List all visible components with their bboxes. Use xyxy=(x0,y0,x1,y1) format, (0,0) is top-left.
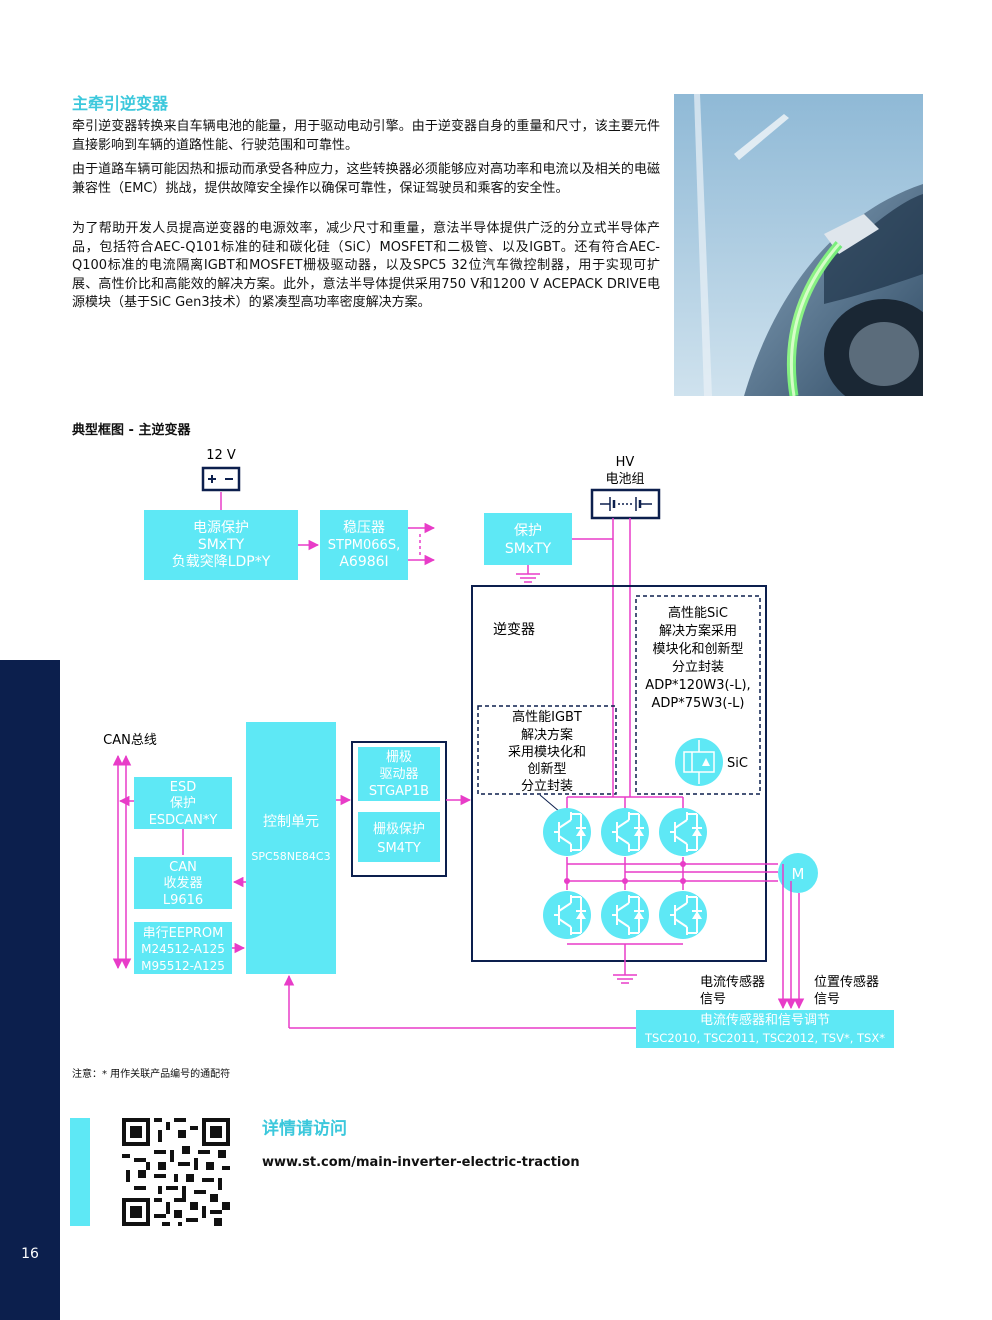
svg-text:信号: 信号 xyxy=(814,992,840,1007)
svg-text:创新型: 创新型 xyxy=(527,761,566,777)
esd-protection-block xyxy=(134,777,232,829)
svg-text:CAN总线: CAN总线 xyxy=(103,733,157,748)
svg-text:SMxTY: SMxTY xyxy=(198,537,245,553)
accent-strip xyxy=(70,1118,90,1226)
paragraph-2: 由于道路车辆可能因热和振动而承受各种应力，这些转换器必须能够应对高功率和电流以及… xyxy=(72,162,660,196)
inverter-box xyxy=(471,585,767,962)
battery-12v-icon xyxy=(201,466,241,492)
block-diagram: 12 V 电源保护 SMxTY 负载突降LDP*Y 稳压器 STPM066S, … xyxy=(103,448,894,1048)
protection-block xyxy=(484,513,572,565)
svg-text:ADP*75W3(-L): ADP*75W3(-L) xyxy=(652,696,745,711)
svg-text:L9616: L9616 xyxy=(163,893,203,908)
footnote: 注意：* 用作关联产品编号的通配符 xyxy=(72,1069,231,1080)
svg-text:ESD: ESD xyxy=(170,780,196,795)
svg-text:TSC2010, TSC2011, TSC2012, TSV: TSC2010, TSC2011, TSC2012, TSV*, TSX* xyxy=(644,1031,885,1045)
svg-text:HV: HV xyxy=(616,455,635,470)
paragraph-3: 为了帮助开发人员提高逆变器的电源效率，减少尺寸和重量，意法半导体提供广泛的分立式… xyxy=(72,221,660,310)
svg-text:电流传感器和信号调节: 电流传感器和信号调节 xyxy=(700,1012,830,1028)
sic-mosfet-icon xyxy=(675,738,723,786)
svg-text:负载突降LDP*Y: 负载突降LDP*Y xyxy=(172,554,271,570)
gate-driver-box xyxy=(351,741,447,877)
svg-text:解决方案采用: 解决方案采用 xyxy=(659,623,737,639)
hv-battery-icon xyxy=(590,488,661,520)
svg-text:SM4TY: SM4TY xyxy=(377,841,421,856)
svg-text:M: M xyxy=(792,865,805,883)
svg-text:栅极保护: 栅极保护 xyxy=(373,822,425,837)
page-number: 16 xyxy=(21,1246,39,1262)
svg-text:保护: 保护 xyxy=(514,523,542,539)
svg-text:电源保护: 电源保护 xyxy=(193,520,249,536)
diagram-title: 典型框图 - 主逆变器 xyxy=(72,423,191,438)
svg-text:稳压器: 稳压器 xyxy=(343,520,385,536)
paragraph-1: 牵引逆变器转换来自车辆电池的能量，用于驱动电动引擎。由于逆变器自身的重量和尺寸，… xyxy=(72,119,660,153)
svg-text:分立封装: 分立封装 xyxy=(521,779,573,794)
svg-text:SPC58NE84C3: SPC58NE84C3 xyxy=(251,850,330,863)
igbt-transistor-icon xyxy=(542,890,592,940)
svg-text:模块化和创新型: 模块化和创新型 xyxy=(652,641,743,657)
svg-text:A6986I: A6986I xyxy=(339,554,388,570)
control-unit-block xyxy=(246,722,336,974)
svg-text:信号: 信号 xyxy=(700,992,726,1007)
svg-text:CAN: CAN xyxy=(169,860,197,875)
svg-text:控制单元: 控制单元 xyxy=(263,814,319,830)
can-transceiver-block xyxy=(134,857,232,909)
svg-text:串行EEPROM: 串行EEPROM xyxy=(143,926,224,941)
svg-text:高性能SiC: 高性能SiC xyxy=(668,605,728,621)
svg-text:ESDCAN*Y: ESDCAN*Y xyxy=(149,813,218,828)
power-protection-block xyxy=(144,510,298,580)
gate-protection-block xyxy=(358,812,440,862)
svg-text:电池组: 电池组 xyxy=(605,472,644,487)
gate-driver-block xyxy=(358,747,440,801)
igbt-solution-box xyxy=(477,705,617,795)
svg-text:保护: 保护 xyxy=(170,796,196,811)
eeprom-block xyxy=(134,922,232,974)
svg-text:逆变器: 逆变器 xyxy=(493,622,535,638)
qr-code xyxy=(122,1118,230,1226)
label-12v: 12 V xyxy=(206,448,236,463)
svg-text:SMxTY: SMxTY xyxy=(505,541,552,557)
svg-text:M95512-A125: M95512-A125 xyxy=(141,959,225,973)
svg-text:STGAP1B: STGAP1B xyxy=(369,784,429,799)
svg-text:电流传感器: 电流传感器 xyxy=(700,974,765,990)
svg-text:SiC: SiC xyxy=(727,756,748,771)
ev-charging-photo xyxy=(674,94,923,396)
igbt-transistor-icon xyxy=(600,807,650,857)
svg-text:ADP*120W3(-L),: ADP*120W3(-L), xyxy=(645,678,750,693)
igbt-transistor-icon xyxy=(658,890,708,940)
svg-text:STPM066S,: STPM066S, xyxy=(328,538,400,553)
motor-icon xyxy=(778,853,818,893)
visit-link[interactable]: www.st.com/main-inverter-electric-tracti… xyxy=(262,1155,580,1170)
svg-text:采用模块化和: 采用模块化和 xyxy=(508,745,586,760)
svg-text:栅极: 栅极 xyxy=(386,750,412,765)
visit-title: 详情请访问 xyxy=(262,1119,347,1139)
current-sensor-block xyxy=(636,1010,894,1048)
svg-text:位置传感器: 位置传感器 xyxy=(814,974,879,990)
regulator-block xyxy=(320,510,408,580)
igbt-transistor-icon xyxy=(542,807,592,857)
svg-text:解决方案: 解决方案 xyxy=(521,727,573,743)
svg-text:M24512-A125: M24512-A125 xyxy=(141,942,225,956)
svg-text:高性能IGBT: 高性能IGBT xyxy=(512,709,582,725)
sidebar-band xyxy=(0,660,60,1320)
svg-text:分立封装: 分立封装 xyxy=(672,660,724,675)
svg-text:收发器: 收发器 xyxy=(163,875,202,891)
section-title: 主牵引逆变器 xyxy=(72,94,169,113)
igbt-transistor-icon xyxy=(600,890,650,940)
igbt-transistor-icon xyxy=(658,807,708,857)
svg-text:驱动器: 驱动器 xyxy=(379,767,418,782)
